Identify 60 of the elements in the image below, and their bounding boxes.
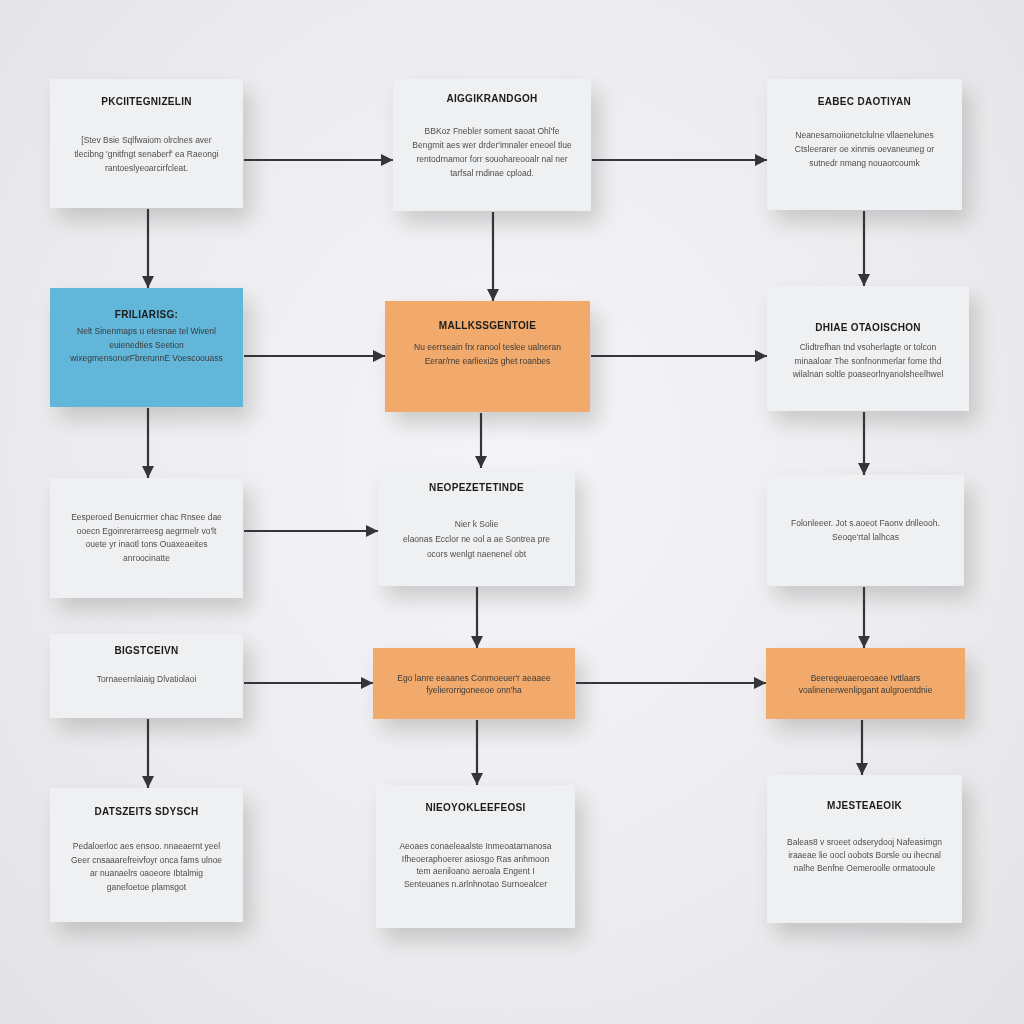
card-text: Clidtrefhan tnd vsoherlagte or tolcon minaaloar The sonfnonmerlar forne thd wilalnan soltle poaseorlnyanolsheelhwel [791, 341, 945, 381]
arrow [244, 154, 393, 166]
card-text: Eesperoed Benuicrmer chac Rnsee dae ooecn Egoinrerarreesg aegrmelr vo'lt ouete yr inaotl tons Ouaxeaeites anroocinatte [70, 511, 223, 565]
arrow [142, 408, 154, 478]
card-text: Folonleeer. Jot s.aoeot Faonv dnlleooh. Seoqe'rtal lalhcas [790, 517, 941, 544]
highlighted-process-card [385, 301, 590, 412]
process-card [767, 79, 962, 210]
process-card [393, 79, 591, 211]
card-title: AIGGIKRANDGOH [446, 91, 538, 105]
card-text: Nu eerrseain frx ranool teslee ualneran Eerar/rne earliexi2s ghet roanbes [413, 341, 562, 368]
card-title: NEOPEZETETINDE [429, 480, 524, 494]
card-title: FRILIARISG: [114, 307, 179, 321]
process-card [376, 785, 575, 928]
arrow [592, 154, 767, 166]
process-card [50, 788, 243, 922]
card-title: MALLKSSGENTOIE [438, 318, 537, 332]
highlighted-process-card [766, 648, 965, 719]
process-card [767, 775, 962, 923]
arrow [858, 211, 870, 286]
card-text: [Stev Bsie Sqlfwaiom olrclnes aver tlecibng 'gnitfngt senaberf' ea Raeongi rantoeslyeoarcirfcleat. [73, 134, 220, 175]
arrow [858, 412, 870, 475]
card-text: Neanesarnoiionetclulne vllaenelunes Ctsleerarer oe xinmis oevaneuneg or sutnedr nmang nouaorcoumk [793, 129, 936, 170]
card-text: Beereqeuaeroeoaee Ivttlaars voalinenerwenlipgant aulgroentdnie [797, 671, 934, 696]
card-text: Aeoaes conaeleaalste Inmeoatarnanosa Ifheoeraphoerer asiosgo Ras anhmoon tem aeniloano aeroala Engent I Senteuanes n.arlnhnotao Surnoealcer [398, 840, 553, 890]
arrow [471, 587, 483, 648]
process-card [767, 286, 969, 411]
card-title: EABEC DAOTIYAN [817, 94, 912, 108]
arrow [471, 720, 483, 785]
arrow [591, 350, 767, 362]
arrow [475, 413, 487, 468]
process-card [50, 634, 243, 718]
highlighted-process-card [50, 288, 243, 407]
card-text: Ego lanre eeaanes Conmoeuer'r aeaaee fyelierorrigoneeoe onn'ha [396, 671, 552, 696]
process-card [378, 468, 575, 586]
process-card [50, 478, 243, 598]
card-text: elaonas Ecclor ne ool a ae Sontrea pre ocors wenlgt naenenel obt [402, 533, 551, 561]
card-text: BBKoz Fnebler soment saoat Ohl'fe Bengrnit aes wer drder'imnaler eneoel tlue rentodrnamor forr souohareooalr nal ner tarfsal rndinae cpload. [411, 125, 573, 180]
card-text: Tornaeernlaiaig Dlvatiolaoi [96, 673, 197, 686]
card-title: DHIAE OTAOISCHON [815, 320, 921, 334]
card-text: Nier k Solie [454, 518, 499, 531]
card-title: PKCIITEGNIZELIN [101, 94, 192, 108]
arrow [576, 677, 766, 689]
card-title: NIEOYOKLEEFEOSI [425, 800, 526, 814]
arrow [856, 720, 868, 775]
arrow [244, 350, 385, 362]
arrow [487, 212, 499, 301]
process-card [50, 79, 243, 208]
arrow [858, 587, 870, 648]
card-text: Pedaloerloc aes ensoo. nnaeaernt yeel Geer cnsaaarefreivfoyr onca fams ulnoe ar nuanaelrs oaoeore Ibtalmig ganefoetoe plamsgot [69, 840, 224, 894]
arrow [142, 719, 154, 788]
arrow [244, 525, 378, 537]
highlighted-process-card [373, 648, 575, 719]
card-text: Nelt Sinenmaps u etesnae tel Wivenl euienedties Seetion wixegmensonorFbrerunnE Voescoouass [69, 325, 224, 365]
card-title: BIGSTCEIVN [114, 643, 179, 657]
card-title: DATSZEITS SDYSCH [94, 804, 199, 818]
card-text: Baleas8 v sroeet odserydooj Nafeasimgn iraaeae lie oocl oobots Borsle ou ihecnal nalhe Benfne Oemeroolle ormatooule [786, 836, 943, 875]
arrow [244, 677, 373, 689]
arrow [142, 209, 154, 288]
card-title: MJESTEAEOIK [827, 798, 902, 812]
process-card [767, 475, 964, 586]
